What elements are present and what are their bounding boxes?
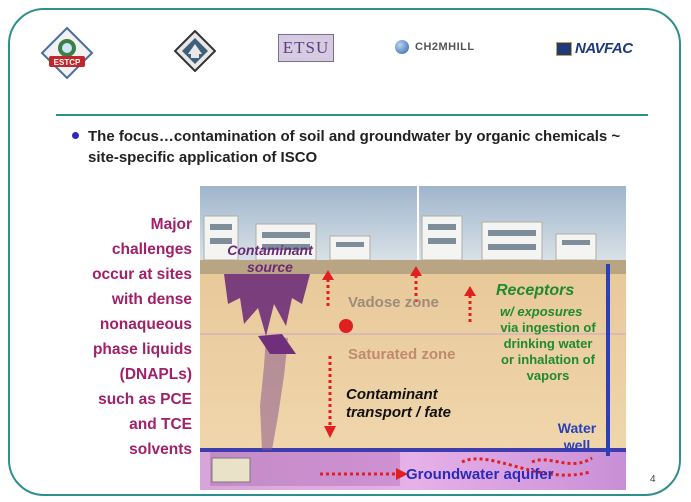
dnapl-challenges-text: Major challenges occur at sites with den… (92, 216, 192, 458)
aquifer-layer (200, 448, 626, 490)
legend-box (211, 457, 251, 483)
logo-bar: ESTCP ETSU CH2MHILL NAVFAC (10, 24, 679, 84)
ch2mhill-logo-text: CH2MHILL (415, 41, 475, 53)
bullet-point: The focus…contamination of soil and grou… (72, 126, 648, 168)
flag-icon (556, 41, 572, 56)
receptors-title: Receptors (496, 282, 575, 299)
saturated-zone-label: Saturated zone (348, 346, 456, 363)
buildings (203, 186, 597, 268)
contamination-figure: Contaminant source Vadose zone Saturated… (200, 186, 626, 490)
estcp-logo-text: ESTCP (54, 58, 81, 67)
globe-icon (395, 40, 409, 54)
navfac-logo-text: NAVFAC (575, 40, 633, 57)
estcp-logo: ESTCP (40, 26, 94, 80)
ch2mhill-logo: CH2MHILL (395, 40, 475, 54)
seal-logo (174, 30, 216, 72)
contaminant-source-label: Contaminant source (227, 242, 313, 275)
receptors-description: via ingestion of drinking water or inhal… (500, 320, 596, 383)
etsu-logo-text: ETSU (282, 38, 330, 57)
bullet-dot-icon (72, 132, 79, 139)
arrowheads (322, 266, 476, 480)
water-well-label: Water well (557, 420, 597, 453)
water-well (606, 264, 610, 456)
navfac-logo: NAVFAC (556, 40, 633, 57)
contamination-diagram (200, 186, 626, 490)
page-number: 4 (650, 474, 656, 485)
vadose-zone-label: Vadose zone (348, 294, 439, 311)
slide: ESTCP ETSU CH2MHILL NAVFAC The focus…con… (8, 8, 681, 496)
bullet-text: The focus…contamination of soil and grou… (88, 128, 621, 166)
transport-fate-label: Contaminant transport / fate (346, 386, 452, 421)
contaminant-droplet (339, 319, 353, 333)
contaminant-plume (210, 274, 400, 486)
title-divider (56, 114, 648, 116)
etsu-logo: ETSU (278, 34, 334, 62)
receptors-subtitle: w/ exposures (500, 304, 583, 319)
migration-arrows (320, 272, 593, 477)
ground-surface (200, 260, 626, 274)
groundwater-aquifer-label: Groundwater aquifer (406, 466, 554, 483)
